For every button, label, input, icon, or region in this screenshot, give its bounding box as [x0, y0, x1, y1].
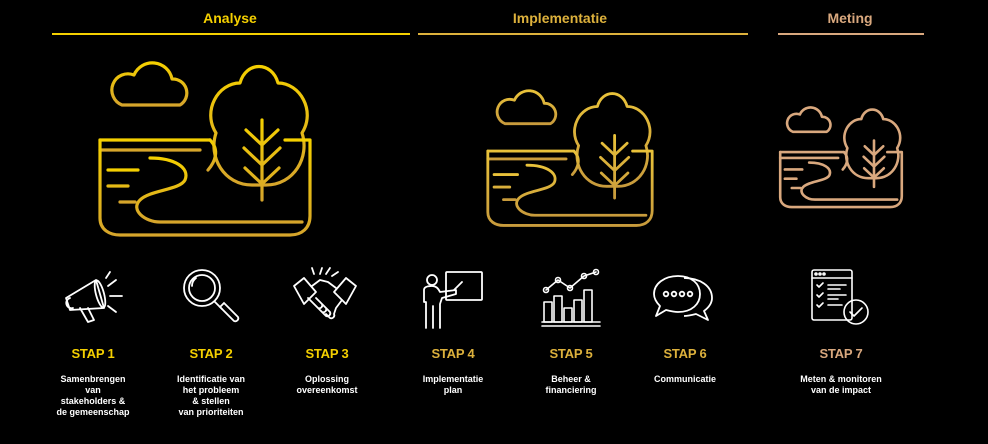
step-desc-7: Meten & monitoren van de impact: [800, 374, 882, 395]
phase-divider-meting: [778, 33, 924, 35]
step-label-2: STAP 2: [189, 346, 233, 361]
step-label-5: STAP 5: [549, 346, 593, 361]
magnifier-icon: [183, 269, 240, 323]
megaphone-icon: [65, 271, 123, 323]
step-desc-6: Communicatie: [653, 374, 716, 384]
handshake-icon: [293, 267, 357, 320]
phase-divider-implementatie: [418, 33, 748, 35]
presenter-icon: [423, 271, 483, 329]
bar-chart-icon: [541, 268, 601, 327]
phase-title-implementatie: Implementatie: [512, 10, 608, 26]
step-desc-3: Oplossing overeenkomst: [296, 374, 358, 395]
landscape-meting-icon: [778, 106, 904, 209]
phase-divider-analyse: [52, 33, 410, 35]
step-label-3: STAP 3: [305, 346, 349, 361]
step-desc-5: Beheer & financiering: [545, 374, 597, 395]
landscape-implementatie-icon: [486, 89, 654, 227]
step-desc-4: Implementatie plan: [422, 374, 484, 395]
chat-bubbles-icon: [653, 275, 713, 321]
step-label-1: STAP 1: [71, 346, 115, 361]
landscape-analyse-icon: [98, 61, 312, 237]
step-desc-1: Samenbrengen van stakeholders & de gemee…: [56, 374, 130, 417]
phase-title-analyse: Analyse: [203, 10, 257, 26]
step-label-4: STAP 4: [431, 346, 475, 361]
checklist-icon: [811, 269, 869, 325]
phase-title-meting: Meting: [827, 10, 873, 26]
step-desc-2: Identificatie van het probleem & stellen…: [176, 374, 246, 417]
step-label-7: STAP 7: [819, 346, 863, 361]
step-label-6: STAP 6: [663, 346, 707, 361]
